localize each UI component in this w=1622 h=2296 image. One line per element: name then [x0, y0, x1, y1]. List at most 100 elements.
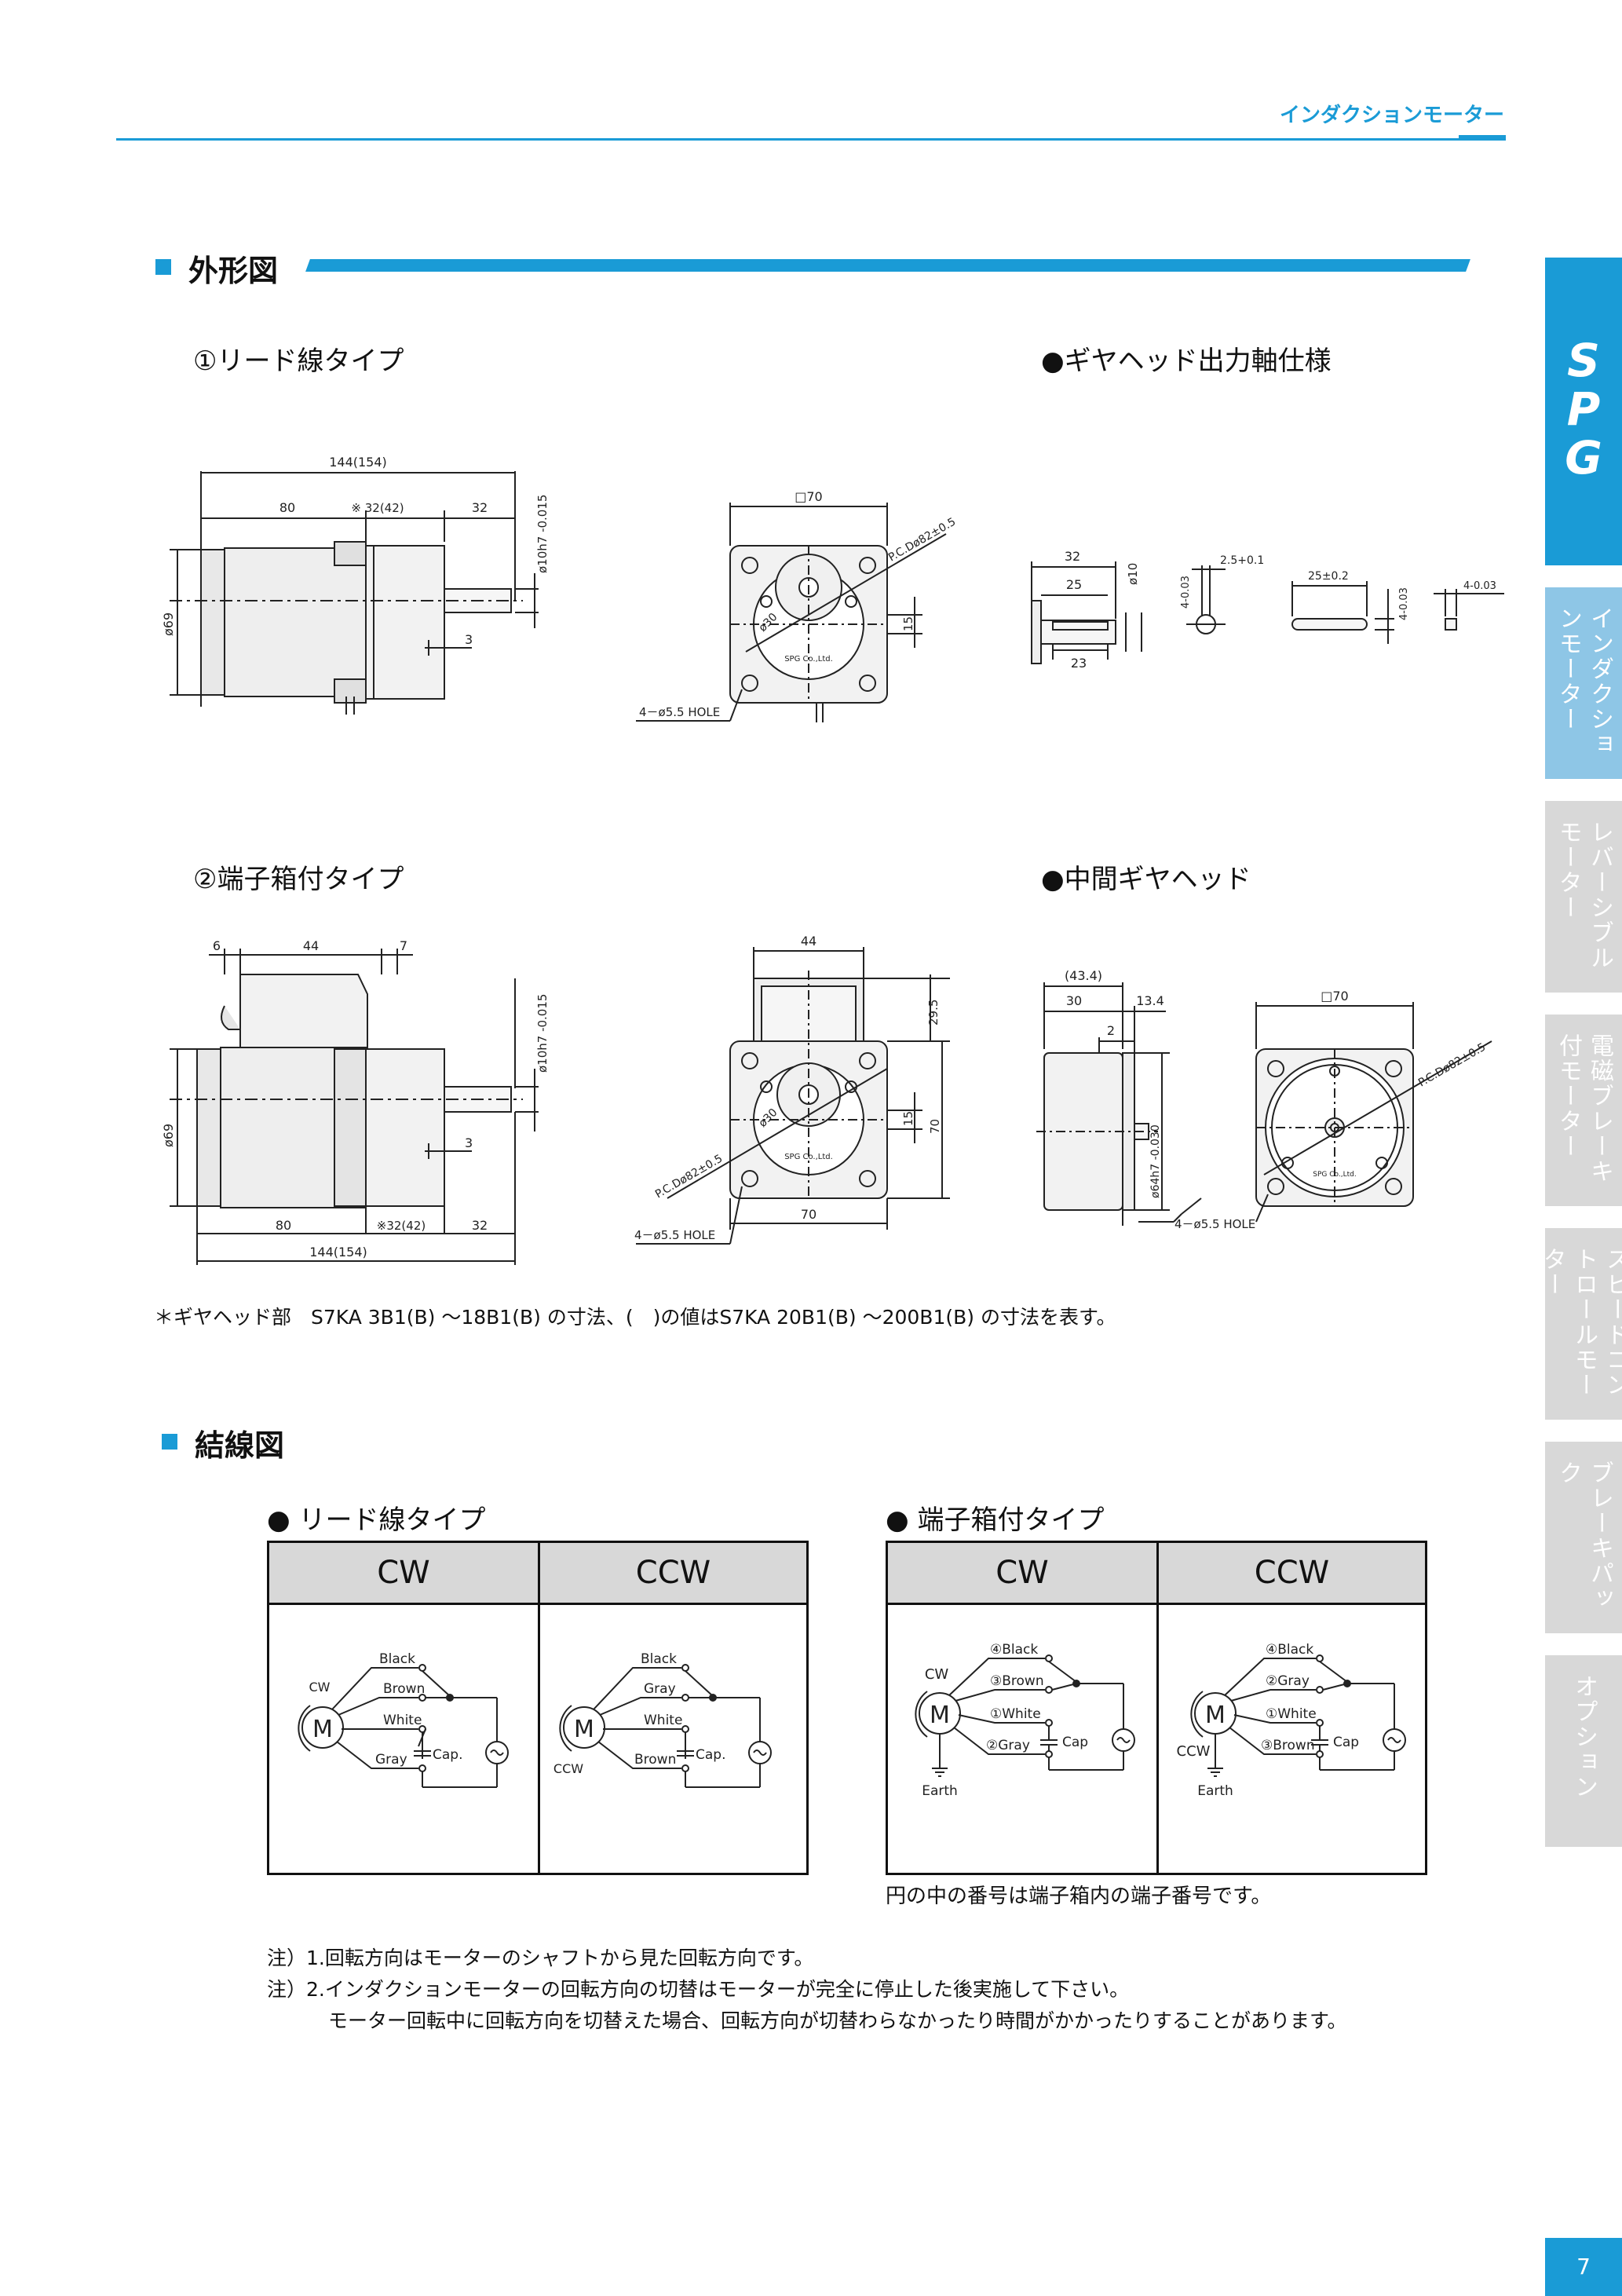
side-tab-label: 電磁ブレーキ付モーター — [1554, 1033, 1613, 1184]
wire-label: ④Black — [1266, 1642, 1313, 1658]
wiring-terminal-title: ● 端子箱付タイプ — [886, 1504, 1105, 1536]
section-title-bar — [305, 259, 1470, 272]
gearhead-shaft-drawing: 32 25 23 ø10 4-0.03 2.5+0.1 25±0.2 4-0.0… — [1010, 534, 1512, 675]
maker-label: SPG Co.,Ltd. — [1313, 1171, 1356, 1179]
lead-type-side-drawing: 144(154) 80 ※ 32(42) 32 ø10h7 -0.015 ø69… — [154, 448, 578, 730]
wiring-lead-title: ● リード線タイプ — [267, 1504, 486, 1536]
side-tab-label: スピードコントロールモーター — [1539, 1247, 1622, 1398]
dim-label: 23 — [1071, 656, 1087, 671]
note-1: 注）1.回転方向はモーターのシャフトから見た回転方向です。 — [267, 1947, 814, 1969]
dim-label: 4－ø5.5 HOLE — [639, 705, 720, 719]
col-header-ccw: CCW — [1159, 1543, 1425, 1605]
wire-label: ①White — [990, 1706, 1041, 1722]
section-title-wiring: 結線図 — [195, 1428, 285, 1463]
direction-label: CCW — [553, 1761, 583, 1776]
dim-label: 144(154) — [309, 1245, 367, 1260]
dim-label: 32 — [1065, 549, 1080, 564]
dim-label: 80 — [279, 500, 295, 515]
dim-label: (43.4) — [1065, 968, 1102, 983]
earth-label: Earth — [1197, 1783, 1233, 1799]
dim-label: □70 — [1321, 989, 1348, 1004]
terminal-type-side-drawing: 6 44 7 ø10h7 -0.015 ø69 3 80 ※32(42) 32 … — [154, 931, 578, 1277]
dim-label: 7 — [400, 938, 407, 953]
dim-label: 6 — [213, 938, 221, 953]
wiring-lead-table: CW CCW M CW Black Brown White Gray Cap. — [267, 1541, 809, 1875]
dim-label: ø10 — [1126, 563, 1140, 585]
dim-label: 25±0.2 — [1308, 570, 1349, 583]
dim-label: 80 — [276, 1218, 291, 1233]
section-marker — [155, 259, 171, 275]
wiring-terminal-cw-diagram: M CW ④Black ③Brown ①White ②Gray Cap Eart… — [915, 1642, 1135, 1799]
wire-label: ②Gray — [986, 1738, 1030, 1753]
side-tab-speed-control[interactable]: スピードコントロールモーター — [1539, 1228, 1622, 1420]
wire-label: Gray — [375, 1752, 407, 1768]
wire-label: White — [644, 1713, 682, 1728]
dim-label: ø69 — [161, 612, 176, 636]
side-tab-brake[interactable]: 電磁ブレーキ付モーター — [1545, 1015, 1622, 1206]
dim-label: 15 — [901, 616, 915, 631]
intermediate-gearhead-drawing: (43.4) 30 13.4 2 ø64h7 -0.030 □70 P.C.Dø… — [1021, 963, 1523, 1245]
section-marker — [162, 1434, 177, 1450]
terminal-type-title: ②端子箱付タイプ — [193, 864, 404, 895]
wire-label: Black — [379, 1651, 415, 1667]
note-2: 注）2.インダクションモーターの回転方向の切替はモーターが完全に停止した後実施し… — [267, 1978, 1130, 2001]
dim-label: 30 — [1066, 993, 1082, 1008]
wiring-terminal-table: CW CCW M CW ④Black ③Brown ①White ②Gray — [886, 1541, 1427, 1875]
dim-label: ø69 — [161, 1124, 176, 1147]
dim-label: 4-0.03 — [1180, 576, 1192, 609]
dim-label: 70 — [801, 1207, 816, 1222]
dim-label: 2 — [1107, 1023, 1115, 1038]
direction-label: CW — [925, 1666, 949, 1683]
dim-label: 2.5+0.1 — [1220, 554, 1264, 567]
col-header-cw: CW — [888, 1543, 1156, 1605]
dim-label: 15 — [901, 1111, 915, 1126]
wire-label: Black — [641, 1651, 677, 1667]
column-divider — [1156, 1543, 1159, 1873]
dim-label: 4－ø5.5 HOLE — [1174, 1217, 1255, 1231]
dim-label: 144(154) — [329, 455, 387, 470]
motor-symbol: M — [930, 1702, 950, 1729]
motor-symbol: M — [574, 1716, 594, 1743]
wire-label: ③Brown — [1261, 1738, 1315, 1753]
direction-label: CCW — [1177, 1743, 1211, 1760]
earth-label: Earth — [922, 1783, 958, 1799]
dim-label: 4－ø5.5 HOLE — [634, 1228, 715, 1242]
dim-label: 3 — [465, 632, 473, 647]
gearhead-footnote: ＊ギヤヘッド部 S7KA 3B1(B) ～18B1(B) の寸法、( )の値はS… — [154, 1306, 1116, 1329]
column-divider — [538, 1543, 540, 1873]
dim-label: P.C.Dø82±0.5 — [886, 516, 958, 565]
terminal-type-front-drawing: 44 29.5 70 15 ø30 P.C.Dø82±0.5 SPG Co.,L… — [628, 931, 974, 1261]
header-rule — [116, 138, 1506, 141]
dim-label: 70 — [928, 1119, 942, 1134]
side-tab-label: オプション — [1570, 1674, 1598, 1800]
side-tab-brake-pack[interactable]: ブレーキパック — [1545, 1442, 1622, 1633]
header-title: インダクションモーター — [1279, 104, 1504, 127]
gearhead-shaft-title: ●ギヤヘッド出力軸仕様 — [1041, 345, 1332, 377]
wiring-lead-cw-diagram: M CW Black Brown White Gray Cap. — [298, 1651, 509, 1788]
side-tab-reversible[interactable]: レバーシブルモーター — [1545, 801, 1622, 993]
dim-label: ø64h7 -0.030 — [1149, 1124, 1162, 1198]
wire-label: Gray — [644, 1681, 676, 1697]
dim-label: P.C.Dø82±0.5 — [1416, 1041, 1488, 1090]
cap-label: Cap — [1062, 1735, 1088, 1750]
header-rule-tab — [1459, 135, 1506, 141]
dim-label: 32 — [472, 1218, 488, 1233]
wire-label: ①White — [1266, 1706, 1317, 1722]
dim-label: 44 — [801, 934, 816, 949]
intermediate-gearhead-title: ●中間ギヤヘッド — [1041, 864, 1251, 895]
col-header-cw: CW — [269, 1543, 538, 1605]
terminal-number-note: 円の中の番号は端子箱内の端子番号です。 — [886, 1885, 1272, 1908]
dim-label: 44 — [303, 938, 319, 953]
dim-label: ※32(42) — [377, 1219, 426, 1233]
lead-type-front-drawing: □70 P.C.Dø82±0.5 ø30 15 SPG Co.,Ltd. 4－ø… — [628, 487, 1005, 738]
note-2-cont: モーター回転中に回転方向を切替えた場合、回転方向が切替わらなかったり時間がかかっ… — [328, 2009, 1347, 2032]
dim-label: 32 — [472, 500, 488, 515]
wire-label: Brown — [383, 1681, 425, 1697]
side-tab-induction[interactable]: インダクションモーター — [1545, 587, 1622, 779]
side-tab-option[interactable]: オプション — [1545, 1655, 1622, 1847]
wire-label: White — [383, 1713, 422, 1728]
dim-label: □70 — [795, 489, 822, 504]
wire-label: ②Gray — [1266, 1673, 1310, 1689]
page-number: 7 — [1545, 2238, 1622, 2296]
